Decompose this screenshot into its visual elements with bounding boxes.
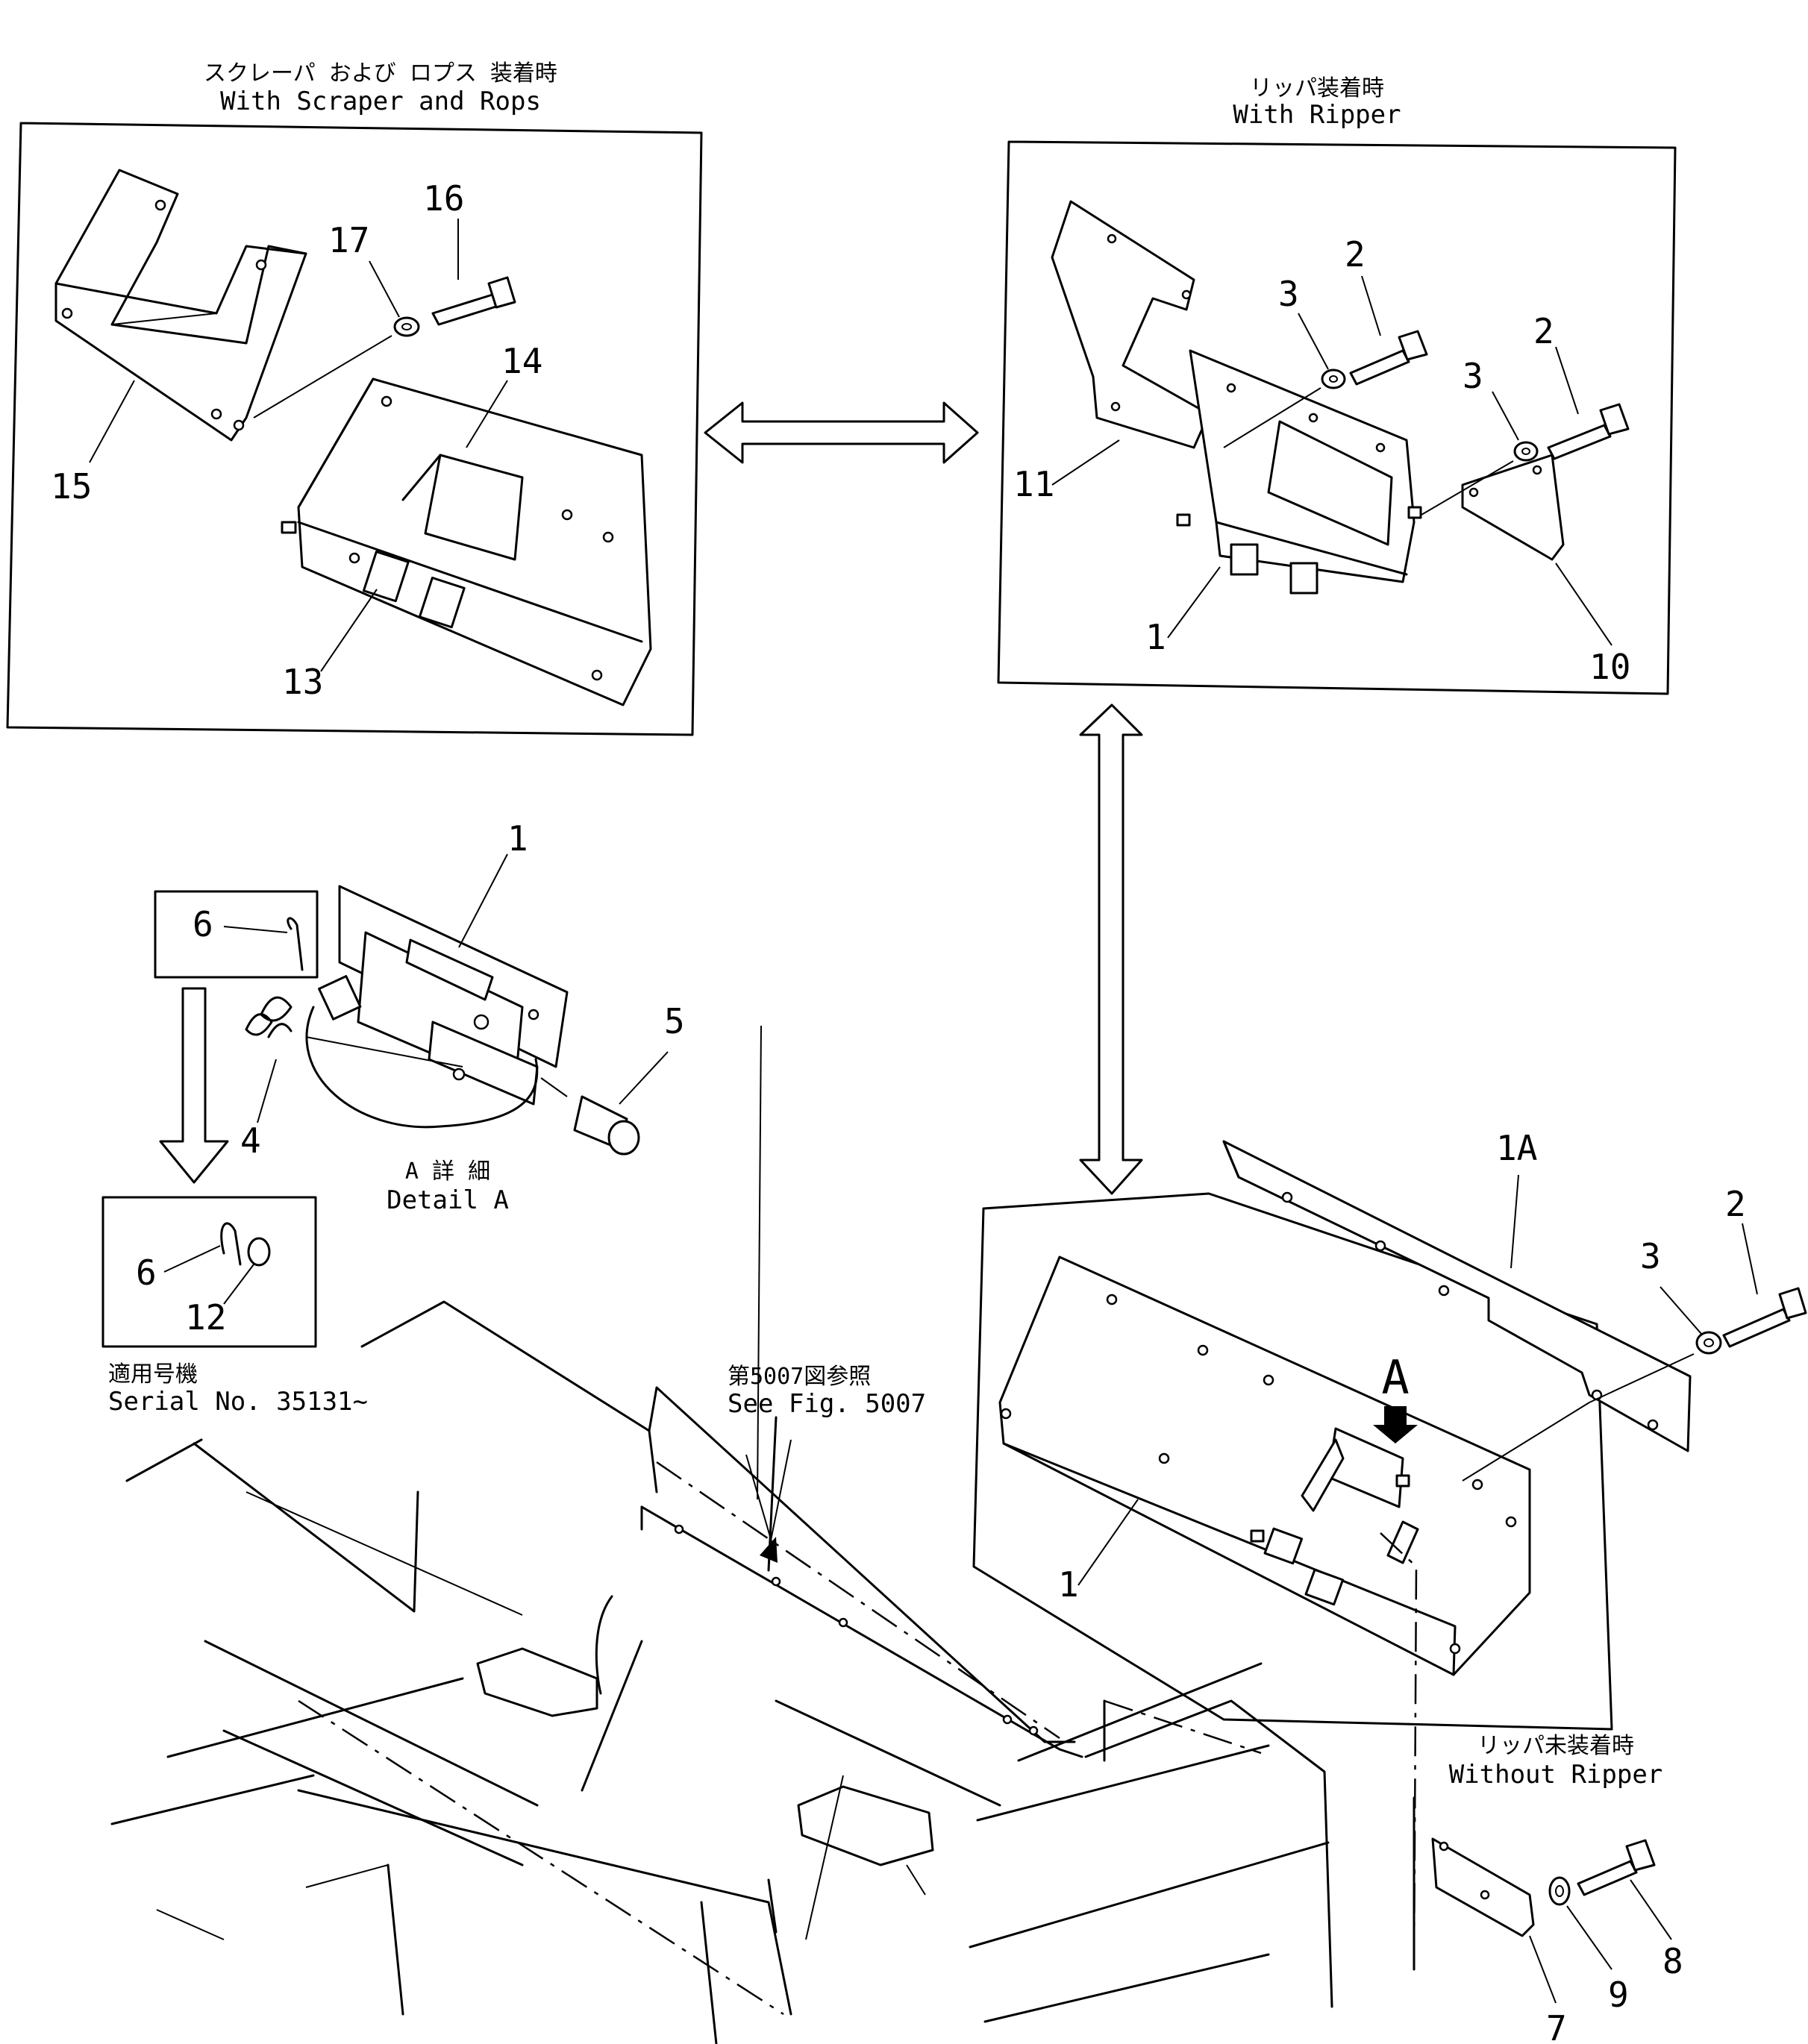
without-title-en: Without Ripper	[1449, 1760, 1663, 1790]
callout-ripper-10: 10	[1589, 647, 1630, 687]
panel-scraper-title-jp: スクレーパ および ロプス 装着時	[204, 60, 557, 87]
leader-without-9	[1566, 1905, 1613, 1970]
callout-detail-4: 4	[240, 1120, 261, 1161]
see-fig-caption: 第5007図参照 See Fig. 5007	[728, 1364, 926, 1419]
callout-ripper-3b: 3	[1463, 356, 1483, 396]
panel-ripper-title-jp: リッパ装着時	[1250, 75, 1384, 101]
machine-body	[110, 1025, 1333, 2044]
leader-main-3	[1660, 1286, 1702, 1335]
callout-ripper-3a: 3	[1278, 274, 1299, 314]
leader-main-1a	[1510, 1174, 1519, 1269]
leader-ripper-11	[1051, 439, 1120, 486]
part-17-washer	[393, 316, 420, 337]
callout-14: 14	[501, 341, 542, 381]
callout-main-1: 1	[1058, 1564, 1079, 1605]
leader-see-fig	[745, 1454, 773, 1545]
callout-without-8: 8	[1662, 1941, 1683, 1981]
callout-detail-5: 5	[664, 1001, 685, 1041]
part-9-washer	[1548, 1876, 1571, 1906]
callout-ripper-2b: 2	[1533, 311, 1554, 351]
callout-serial-6: 6	[136, 1253, 157, 1293]
callout-main-1a: 1A	[1496, 1128, 1537, 1168]
arrow-a-marker: A	[1373, 1350, 1418, 1443]
panel-with-ripper: リッパ装着時 With Ripper	[997, 75, 1677, 695]
panel-main-assembly: A 1A 2 3 1	[972, 1128, 1807, 1970]
callout-ripper-1: 1	[1145, 617, 1166, 657]
leader-ripper-1	[1167, 566, 1221, 639]
main-frame	[972, 1192, 1613, 1731]
see-fig-title-en: See Fig. 5007	[728, 1389, 926, 1419]
down-arrow	[159, 987, 229, 1184]
leader-ripper-3b	[1492, 391, 1519, 441]
leader-14	[466, 380, 508, 448]
part-1-plate-ripper	[1176, 349, 1422, 595]
panel-detail-a: 6 1 5 4 A 詳 細 Detail A	[154, 818, 685, 1215]
callout-without-9: 9	[1608, 1975, 1629, 2015]
leader-detail-4	[257, 1059, 277, 1123]
callout-without-7: 7	[1546, 2008, 1567, 2044]
part-1-main-plate	[998, 1255, 1531, 1676]
double-arrow-vertical	[1079, 703, 1143, 1195]
callout-main-3: 3	[1640, 1236, 1661, 1276]
part-3-washer-a	[1321, 369, 1346, 389]
part-2-bolt-main	[1722, 1287, 1807, 1348]
double-arrow-horizontal	[704, 401, 979, 464]
callout-serial-12: 12	[185, 1297, 226, 1338]
part-3-washer-b	[1513, 441, 1539, 462]
callout-ripper-2a: 2	[1345, 234, 1366, 275]
part-7-plate	[1431, 1837, 1535, 1937]
leader-15	[89, 380, 135, 463]
serial-title-jp: 適用号機	[108, 1361, 198, 1388]
without-title-jp: リッパ未装着時	[1477, 1733, 1634, 1759]
part-16-bolt	[431, 276, 516, 326]
part-2-bolt-b	[1547, 403, 1630, 460]
serial-title-en: Serial No. 35131~	[108, 1387, 368, 1417]
detail-inset-box	[154, 890, 319, 979]
see-fig-title-jp: 第5007図参照	[728, 1364, 871, 1390]
part-13-plate	[281, 377, 652, 706]
leader-detail-5	[619, 1051, 669, 1105]
callout-16: 16	[423, 178, 464, 219]
leader-without-7	[1529, 1935, 1557, 2004]
leader-main-2	[1742, 1223, 1758, 1295]
part-15-bracket	[54, 169, 307, 442]
panel-serial: 6 12 適用号機 Serial No. 35131~	[101, 1196, 368, 1417]
leader-ripper-2a	[1361, 275, 1381, 336]
part-11-bracket	[1051, 200, 1210, 449]
serial-box	[101, 1196, 317, 1348]
leader-ripper-2b	[1555, 346, 1579, 415]
leader-ripper-10	[1555, 562, 1613, 646]
part-10-plate	[1461, 454, 1565, 561]
callout-detail-6: 6	[193, 904, 213, 944]
panel-scraper-title-en: With Scraper and Rops	[220, 87, 541, 116]
detail-title-jp: A 詳 細	[405, 1159, 490, 1185]
leader-detail-1	[458, 853, 508, 948]
callout-ripper-11: 11	[1013, 464, 1054, 504]
callout-13: 13	[282, 662, 323, 702]
panel-scraper-rops: スクレーパ および ロプス 装着時 With Scraper and Rops	[6, 60, 703, 736]
marker-a-label: A	[1381, 1350, 1409, 1405]
detail-title-en: Detail A	[387, 1185, 509, 1215]
callout-15: 15	[51, 466, 92, 507]
leader-ripper-3a	[1298, 313, 1329, 370]
callout-main-2: 2	[1725, 1184, 1746, 1224]
panel-ripper-frame	[997, 140, 1677, 695]
panel-ripper-title-en: With Ripper	[1233, 100, 1401, 130]
part-8-bolt	[1577, 1839, 1656, 1896]
leader-without-8	[1630, 1879, 1672, 1940]
callout-detail-1: 1	[507, 818, 528, 859]
callout-17: 17	[328, 220, 369, 260]
panel-without-ripper: リッパ未装着時 Without Ripper 8 9 7	[1413, 1733, 1683, 2044]
part-2-bolt-a	[1349, 330, 1428, 386]
panel-scraper-frame	[6, 122, 703, 736]
part-3-washer-main	[1695, 1331, 1722, 1355]
leader-13	[320, 589, 378, 672]
leader-main-1	[1077, 1499, 1139, 1586]
leader-17	[369, 260, 400, 318]
